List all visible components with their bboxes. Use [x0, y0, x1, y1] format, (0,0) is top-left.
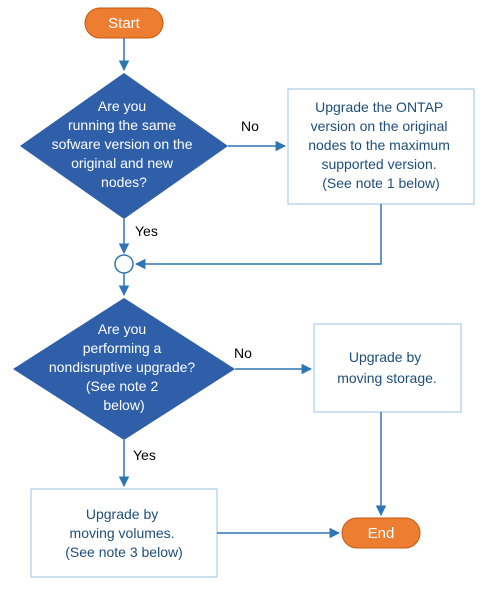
decision1-line: nodes?	[101, 174, 147, 190]
decision1-line: Are you	[98, 98, 146, 114]
process-moving-storage: Upgrade by moving storage.	[313, 323, 462, 413]
decision2-line: (See note 2	[86, 378, 159, 394]
decision2-text: Are you performing a nondisruptive upgra…	[49, 321, 199, 413]
process1-line: nodes to the maximum	[308, 137, 450, 153]
process2-text: Upgrade by moving storage.	[337, 349, 437, 386]
end-node: End	[341, 517, 421, 549]
decision-same-version: Are you running the same sofware version…	[20, 73, 228, 219]
process1-text: Upgrade the ONTAP version on the origina…	[308, 99, 454, 191]
decision1-line: original and new	[71, 155, 174, 171]
process3-text: Upgrade by moving volumes. (See note 3 b…	[65, 506, 183, 560]
decision2-line: performing a	[83, 340, 162, 356]
process3-line: (See note 3 below)	[65, 544, 183, 560]
start-label: Start	[108, 15, 141, 32]
decision2-line: Are you	[98, 321, 146, 337]
decision2-yes-label: Yes	[133, 447, 156, 463]
process-upgrade-ontap: Upgrade the ONTAP version on the origina…	[287, 88, 475, 205]
decision1-line: sofware version on the	[52, 136, 193, 152]
process1-line: supported version.	[321, 156, 436, 172]
decision-nondisruptive-upgrade: Are you performing a nondisruptive upgra…	[13, 298, 235, 440]
decision1-no-label: No	[241, 118, 259, 134]
process-moving-volumes: Upgrade by moving volumes. (See note 3 b…	[30, 488, 218, 578]
decision1-yes-label: Yes	[135, 223, 158, 239]
process1-line: Upgrade the ONTAP	[315, 99, 443, 115]
decision2-no-label: No	[234, 345, 252, 361]
process1-line: (See note 1 below)	[322, 175, 440, 191]
process1-line: version on the original	[311, 118, 448, 134]
decision1-text: Are you running the same sofware version…	[52, 98, 197, 190]
decision2-line: nondisruptive upgrade?	[49, 359, 196, 375]
process2-line: Upgrade by	[349, 349, 421, 365]
connector-process1-to-merge	[134, 204, 382, 270]
decision1-line: running the same	[68, 117, 176, 133]
process3-line: Upgrade by	[86, 506, 158, 522]
end-label: End	[368, 525, 395, 542]
merge-connector	[114, 254, 134, 274]
start-node: Start	[84, 7, 164, 39]
process3-line: moving volumes.	[70, 525, 175, 541]
decision2-line: below)	[103, 397, 144, 413]
process2-line: moving storage.	[337, 370, 437, 386]
